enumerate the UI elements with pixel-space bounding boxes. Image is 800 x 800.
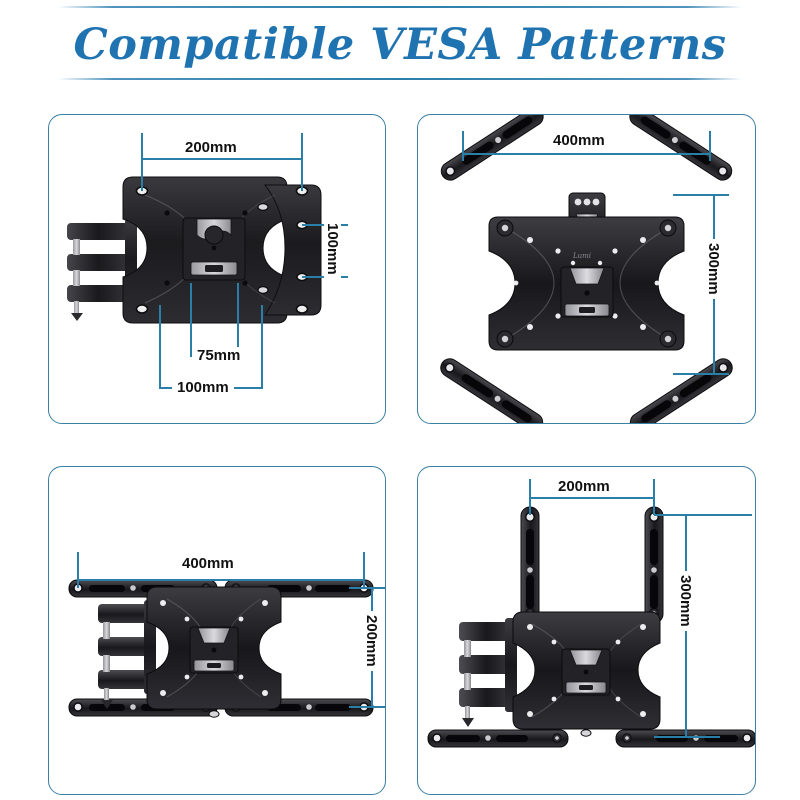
vesa-pattern-card-200x300: 200mm 300mm	[417, 466, 756, 795]
vesa-pattern-card-200x100: 200mm 100mm 75mm 100mm	[48, 114, 386, 424]
dim-200br-line	[529, 497, 655, 499]
extension-arms-x	[440, 115, 733, 423]
dim-300br-top-extension	[654, 514, 752, 516]
dim-400bl-left-extension	[77, 552, 79, 588]
dim-100h-right-extension	[261, 305, 263, 389]
bracket-illustration-200x300	[427, 506, 755, 748]
vertical-adapter-rails	[520, 506, 664, 624]
dim-300-bottom-extension	[673, 373, 729, 375]
dim-label-400mm-width: 400mm	[548, 132, 610, 149]
panel-tr-stage: Lumi 400mm 300mm	[418, 115, 755, 423]
panel-br-stage: 200mm 300mm	[418, 467, 755, 794]
page-title: Compatible VESA Patterns	[73, 20, 727, 70]
tilt-head-assembly	[561, 648, 611, 696]
dim-400-right-extension	[709, 131, 711, 161]
dim-400-left-extension	[462, 131, 464, 161]
tilt-head-assembly	[182, 217, 246, 281]
title-rule-top	[58, 6, 742, 8]
panel-bl-stage: 400mm 200mm	[49, 467, 385, 794]
articulating-arms-left	[459, 618, 517, 727]
bracket-illustration-400x200	[68, 579, 374, 718]
dim-label-200mm-height-bl: 200mm	[363, 611, 380, 671]
dim-label-100mm-height: 100mm	[324, 219, 341, 279]
dim-200-right-extension	[301, 133, 303, 191]
dim-100h-left-extension	[159, 305, 161, 389]
bracket-illustration-400x300: Lumi	[440, 115, 733, 423]
vesa-pattern-card-400x200: 400mm 200mm	[48, 466, 386, 795]
dim-label-300mm-height-br: 300mm	[677, 571, 694, 631]
tilt-head-assembly	[560, 266, 614, 318]
articulating-arms-left	[98, 600, 156, 709]
panel-tl-stage: 200mm 100mm 75mm 100mm	[49, 115, 385, 423]
dim-200-line	[141, 158, 303, 160]
vesa-pattern-card-400x300: Lumi 400mm 300mm	[417, 114, 756, 424]
dim-200bl-bottom-extension	[349, 706, 385, 708]
svg-text:Lumi: Lumi	[572, 252, 591, 260]
title-rule-bottom	[58, 78, 742, 80]
dim-label-200mm-width-br: 200mm	[553, 478, 615, 495]
dim-400bl-right-extension	[363, 552, 365, 588]
dim-label-300mm-height: 300mm	[705, 239, 722, 299]
dim-label-200mm-width: 200mm	[180, 139, 242, 156]
dim-label-400mm-width-bl: 400mm	[177, 555, 239, 572]
dim-75-left-extension	[190, 283, 192, 357]
dim-label-100mm-width: 100mm	[172, 379, 234, 396]
dim-75-right-extension	[237, 283, 239, 357]
dim-400bl-line	[77, 579, 365, 581]
dim-300-top-extension	[673, 194, 729, 196]
dim-300br-bottom-extension	[654, 736, 720, 738]
dim-200-left-extension	[141, 133, 143, 191]
dim-label-75mm: 75mm	[192, 347, 246, 364]
dim-400-line	[462, 153, 711, 155]
dim-200bl-top-extension	[349, 587, 385, 589]
tilt-head-assembly	[189, 626, 239, 674]
bracket-illustration-200x100	[67, 176, 322, 324]
bottom-adapter-rails	[427, 729, 755, 748]
header: Compatible VESA Patterns	[0, 0, 800, 100]
